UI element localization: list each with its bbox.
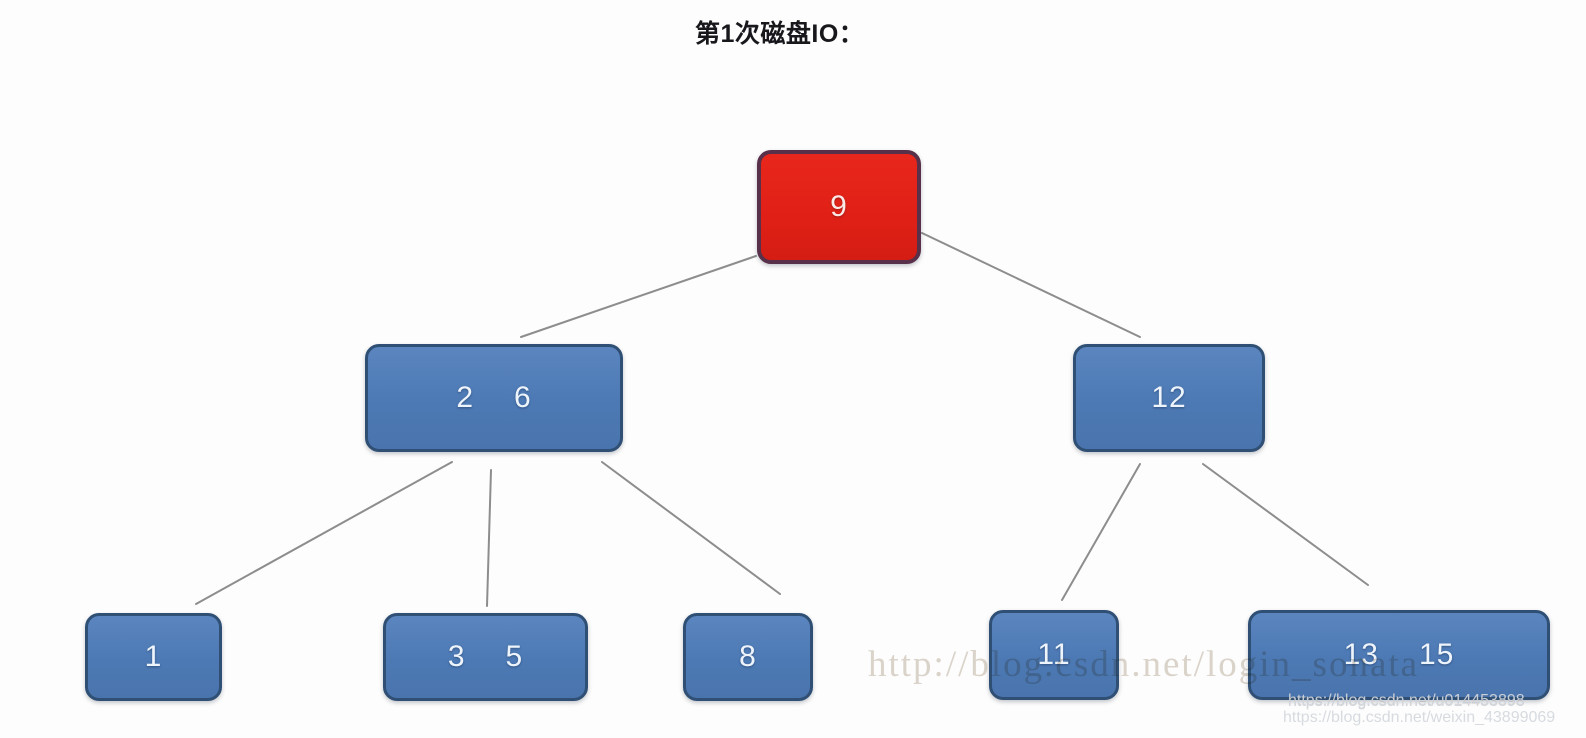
tree-edge [486,469,492,607]
node-keys: 13 15 [1344,638,1455,672]
tree-node-internal-right[interactable]: 12 [1073,344,1265,452]
tree-edge [601,461,781,595]
watermark-tertiary: https://blog.csdn.net/weixin_43899069 [1283,709,1556,726]
tree-edge [1061,463,1141,601]
node-keys: 8 [739,640,757,674]
tree-edge [520,255,757,338]
node-key: 11 [1037,638,1071,671]
node-key: 12 [1151,381,1187,414]
node-keys: 12 [1151,381,1186,415]
tree-node-leaf-8[interactable]: 8 [683,613,813,701]
watermark-primary: http://blog.csdn.net/login_sonata [868,644,1420,685]
tree-node-root[interactable]: 9 [757,150,921,264]
node-key: 2 [456,381,474,414]
node-key: 15 [1419,638,1455,671]
tree-edge [195,461,453,605]
node-key: 6 [514,381,532,414]
node-key: 5 [505,640,524,673]
tree-node-leaf-1[interactable]: 1 [85,613,222,701]
tree-node-leaf-11[interactable]: 11 [989,610,1119,700]
node-key: 8 [739,640,757,673]
node-key: 13 [1343,638,1379,671]
tree-edge [1202,463,1369,586]
node-key: 9 [830,190,848,223]
node-keys: 1 [145,640,163,674]
node-key: 1 [144,640,163,673]
tree-edge [921,232,1141,338]
node-keys: 9 [830,190,848,224]
watermark-secondary: https://blog.csdn.net/u014453898 [1288,692,1525,709]
tree-node-leaf-13-15[interactable]: 13 15 [1248,610,1550,700]
node-key: 3 [447,640,466,673]
page-title: 第1次磁盘IO： [695,20,865,48]
node-keys: 11 [1037,638,1070,672]
